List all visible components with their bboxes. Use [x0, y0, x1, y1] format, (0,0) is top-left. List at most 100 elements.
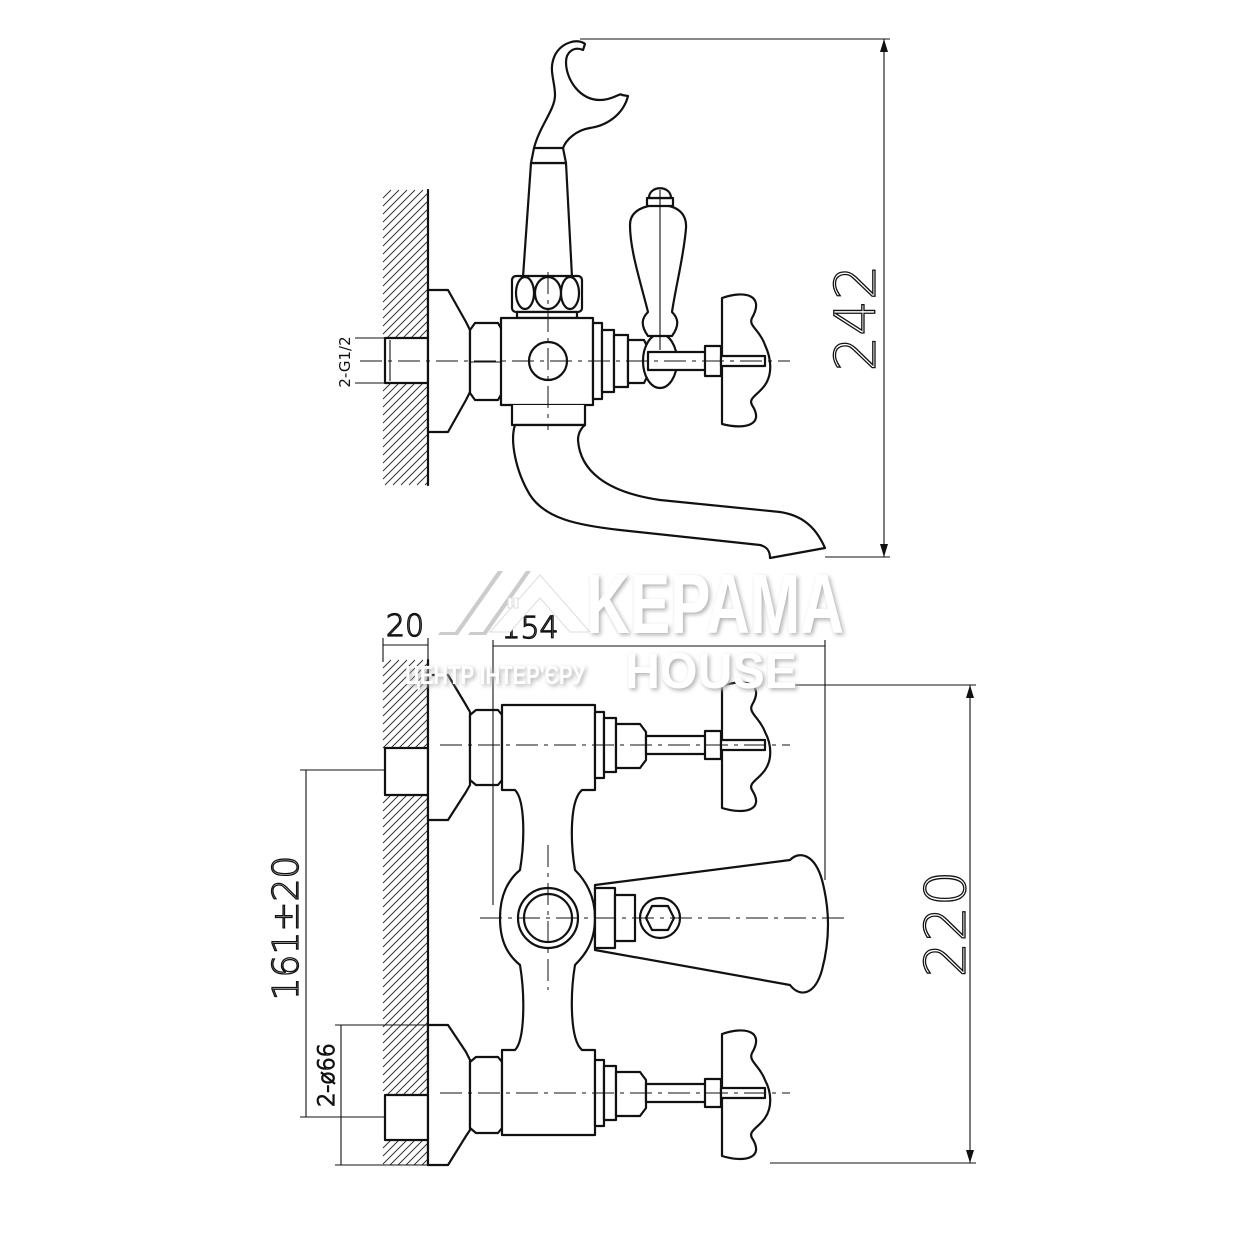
hand-shower-hook — [532, 40, 630, 150]
hatch-line — [382, 861, 429, 908]
hatch-line — [416, 473, 429, 486]
hatch-line — [382, 901, 429, 948]
hatch-line — [410, 320, 429, 339]
hatch-line — [382, 189, 416, 223]
hatch-line — [382, 941, 429, 988]
hatch-line — [418, 328, 429, 339]
hatch-line — [382, 686, 429, 733]
hatch-line — [382, 853, 429, 900]
hatch-line — [406, 726, 429, 749]
wall-hatch-top — [382, 189, 429, 486]
hatch-line — [382, 1139, 400, 1157]
valve-top — [593, 681, 772, 812]
hatch-line — [394, 304, 429, 339]
hatch-line — [382, 670, 429, 717]
hatch-line — [382, 957, 429, 1004]
hex-nut-bottom — [468, 1055, 504, 1135]
hatch-line — [382, 256, 429, 303]
hatch-line — [384, 441, 429, 486]
wall-flange-bottom — [426, 1023, 472, 1167]
hatch-line — [382, 189, 424, 231]
hatch-line — [382, 401, 429, 448]
hatch-line — [382, 845, 429, 892]
hatch-line — [382, 659, 408, 685]
hatch-line — [382, 1037, 429, 1084]
wall-flange-top — [426, 673, 472, 822]
hatch-line — [418, 1085, 429, 1096]
hatch-line — [382, 240, 429, 287]
hatch-line — [394, 1061, 429, 1096]
inlet-pipe-bottom — [383, 1093, 430, 1142]
hatch-line — [382, 216, 429, 263]
hatch-line — [382, 1139, 392, 1149]
hatch-line — [382, 659, 416, 693]
hose-tube — [521, 161, 574, 279]
hatch-line — [382, 659, 400, 677]
hatch-line — [382, 288, 429, 335]
hatch-line — [382, 264, 429, 311]
hatch-line — [382, 385, 429, 432]
hatch-line — [382, 893, 429, 940]
dimension-242: 242 — [580, 38, 890, 558]
hatch-line — [382, 794, 416, 828]
hatch-line — [390, 710, 429, 749]
hatch-line — [382, 797, 429, 844]
hatch-line — [382, 382, 424, 424]
dim-total-width: 220 — [914, 871, 979, 978]
hatch-line — [382, 885, 429, 932]
hatch-line — [382, 382, 408, 408]
side-view: 242 2-G1/2 — [336, 38, 890, 560]
dimension-thread: 2-G1/2 — [336, 336, 385, 388]
hatch-line — [382, 925, 429, 972]
hatch-line — [382, 208, 429, 255]
hatch-line — [382, 837, 429, 884]
mixer-body-front — [498, 703, 597, 1137]
hatch-line — [414, 734, 429, 749]
hatch-line — [382, 794, 400, 812]
watermark-brand-line1: KEPAMA — [586, 557, 844, 651]
hatch-line — [382, 1013, 429, 1060]
hatch-line — [382, 189, 400, 207]
dimension-66: 2-ø66 — [314, 1024, 428, 1166]
hatch-line — [382, 1029, 429, 1076]
dimension-220: 220 — [770, 684, 980, 1164]
hatch-line — [382, 192, 429, 239]
front-view: 20 154 220 161±20 2-ø66 — [265, 608, 980, 1167]
hatch-line — [382, 678, 429, 725]
watermark-tagline: ЦЕНТР ІНТЕР'ЄРУ — [405, 660, 586, 690]
hatch-line — [382, 1139, 408, 1165]
hatch-line — [382, 659, 424, 701]
dim-thread: 2-G1/2 — [336, 336, 354, 387]
hatch-line — [382, 1045, 429, 1092]
hatch-line — [402, 1069, 429, 1096]
hatch-line — [382, 409, 429, 456]
hatch-line — [382, 272, 429, 319]
hatch-line — [382, 659, 392, 669]
hatch-line — [382, 280, 429, 327]
watermark-logo: KEPAMA HOUSE ЦЕНТР ІНТЕР'ЄРУ — [405, 557, 844, 699]
hatch-line — [382, 382, 392, 392]
hatch-line — [382, 382, 416, 416]
dim-flange-diameter: 2-ø66 — [315, 1043, 340, 1106]
dimension-20: 20 — [382, 608, 429, 662]
hatch-line — [382, 200, 429, 247]
hatch-line — [405, 1142, 429, 1166]
watermark-brand-line2: HOUSE — [625, 643, 797, 699]
hatch-line — [382, 997, 429, 1044]
hatch-line — [382, 821, 429, 868]
hose-collar — [529, 146, 568, 165]
hatch-line — [382, 973, 429, 1020]
hatch-line — [389, 1139, 416, 1166]
hatch-line — [382, 989, 429, 1036]
hatch-line — [398, 718, 429, 749]
hex-nut-top — [468, 708, 504, 787]
hatch-line — [382, 794, 408, 820]
hatch-line — [382, 248, 429, 295]
hatch-line — [382, 829, 429, 876]
spout-side — [512, 423, 827, 560]
hatch-line — [382, 794, 424, 836]
hatch-line — [386, 296, 429, 339]
hatch-line — [410, 1077, 429, 1096]
